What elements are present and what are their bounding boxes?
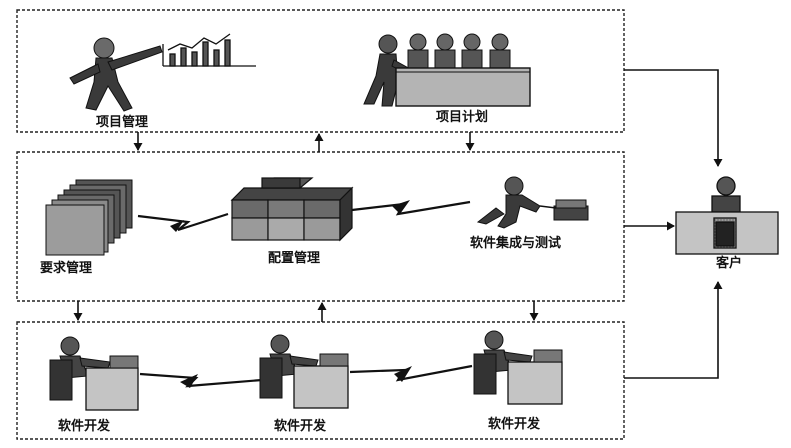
developer-workstation-icon-1 — [50, 337, 138, 410]
link-requirements-config — [138, 214, 228, 230]
label-dev-3: 软件开发 — [488, 416, 541, 432]
label-project-plan: 项目计划 — [436, 109, 488, 125]
integration-testing-icon — [478, 177, 588, 228]
label-integration-testing: 软件集成与测试 — [470, 235, 561, 251]
label-requirements-management: 要求管理 — [40, 260, 92, 276]
label-customer: 客户 — [716, 255, 742, 271]
arrow-bottom-to-customer — [624, 282, 718, 378]
link-config-integration — [352, 202, 470, 214]
configuration-blocks-icon — [232, 178, 352, 240]
link-dev1-dev2 — [140, 374, 262, 386]
link-bolt-4 — [394, 366, 412, 382]
developer-workstation-icon-3 — [474, 331, 562, 404]
label-dev-2: 软件开发 — [274, 418, 327, 434]
link-dev2-dev3 — [350, 366, 472, 380]
requirements-documents-icon — [46, 180, 132, 255]
label-configuration-management: 配置管理 — [268, 250, 320, 266]
label-dev-1: 软件开发 — [58, 418, 111, 434]
label-project-management: 项目管理 — [96, 114, 148, 130]
developer-workstation-icon-2 — [260, 335, 348, 408]
customer-icon — [676, 177, 778, 254]
project-plan-meeting-icon — [364, 34, 530, 106]
arrow-top-to-customer — [624, 70, 718, 166]
chart-icon — [163, 34, 256, 66]
project-manager-icon — [70, 38, 162, 111]
